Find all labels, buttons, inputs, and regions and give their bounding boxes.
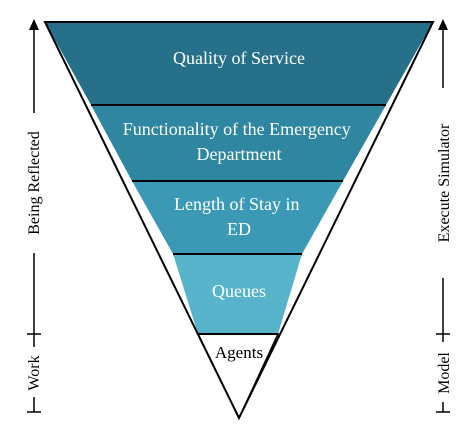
right-top-label-bg [433,88,453,278]
level-label-line: Functionality of the Emergency [123,119,351,139]
agents-label: Agents [215,343,263,362]
svg-text:Quality of Service: Quality of Service [173,48,305,68]
level-label-line: Quality of Service [173,48,305,68]
right-axis-bottom-label: Model [436,352,453,394]
left-bottom-label-bg [24,347,44,397]
level-length-of-stay: Length of Stay in ED [132,181,343,254]
level-functionality-of-ed: Functionality of the Emergency Departmen… [91,105,386,181]
right-axis-top-arrowhead [438,19,448,30]
svg-text:Queues: Queues [212,281,266,301]
right-bottom-label-bg [433,342,453,402]
level-label-line: Queues [212,281,266,301]
level-label-line: ED [227,219,251,239]
funnel-outline [43,21,435,421]
level-quality-of-service: Quality of Service [45,22,433,105]
level-agents: Agents [196,333,280,420]
left-axis-bottom-label: Work [26,355,43,390]
left-axis-top-arrowhead [29,19,39,30]
svg-text:Functionality of the Emergency: Functionality of the Emergency Departmen… [123,119,356,164]
left-axis-top-label: Being Reflected [26,131,43,235]
level-label-line: Length of Stay in [174,194,299,214]
level-queues: Queues [173,254,302,334]
svg-text:Length of Stay in ED: Length of Stay in ED [174,194,304,239]
right-axis-top-label: Execute Simulator [436,123,453,242]
left-top-label-bg [24,113,44,253]
level-label-line: Department [197,144,282,164]
